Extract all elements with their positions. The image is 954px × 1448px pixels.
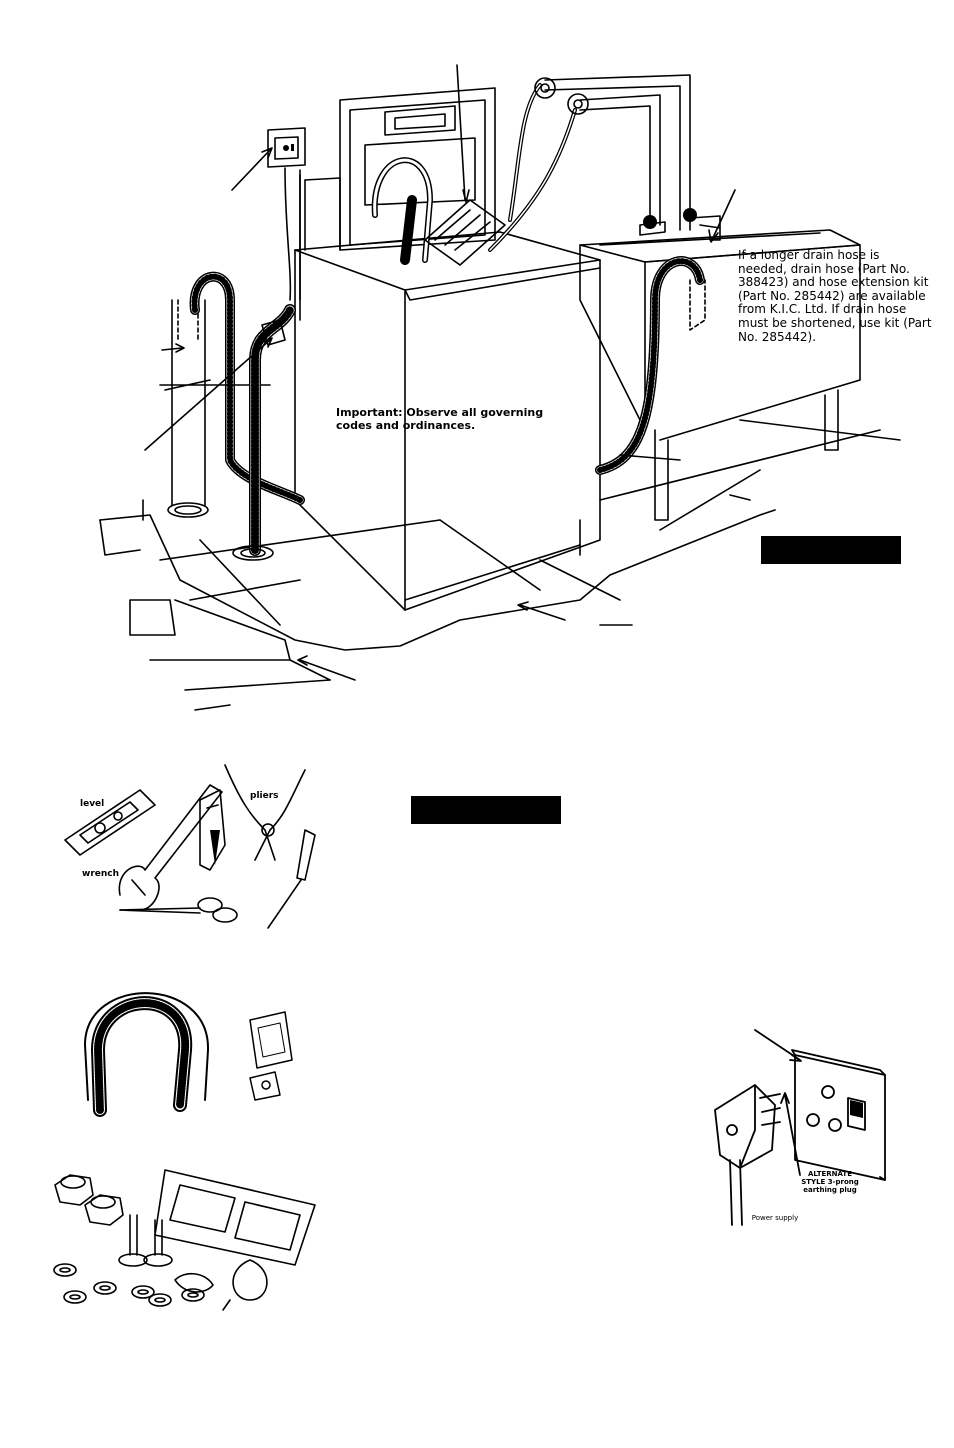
important-note: Important: Observe all governing codes a…: [336, 406, 544, 432]
drain-hose-note: If a longer drain hose is needed, drain …: [738, 248, 932, 344]
power-supply-label: Power supply: [751, 1214, 799, 1222]
level-label: level: [80, 799, 105, 809]
black-label-bar-middle: [411, 796, 561, 824]
hose-parts-drawing: [84, 992, 293, 1117]
hose-parts-illustration: [80, 990, 320, 1120]
installation-drawing: [99, 64, 901, 711]
installation-illustration: Important: Observe all governing codes a…: [0, 0, 954, 720]
wrench-label: wrench: [82, 869, 120, 879]
black-label-bar-top: [761, 536, 901, 564]
fittings-drawing: [53, 1169, 316, 1311]
socket-plug-drawing: [714, 1029, 886, 1226]
socket-plug-illustration: ALTERNATE STYLE 3-prong earthing plug Po…: [700, 1029, 900, 1230]
alternate-plug-label: ALTERNATE STYLE 3-prong earthing plug: [801, 1170, 859, 1194]
tools-drawing: [64, 764, 316, 929]
pliers-label: pliers: [250, 791, 279, 801]
tools-illustration: level wrench pliers: [60, 760, 330, 930]
fittings-illustration: [45, 1160, 325, 1315]
